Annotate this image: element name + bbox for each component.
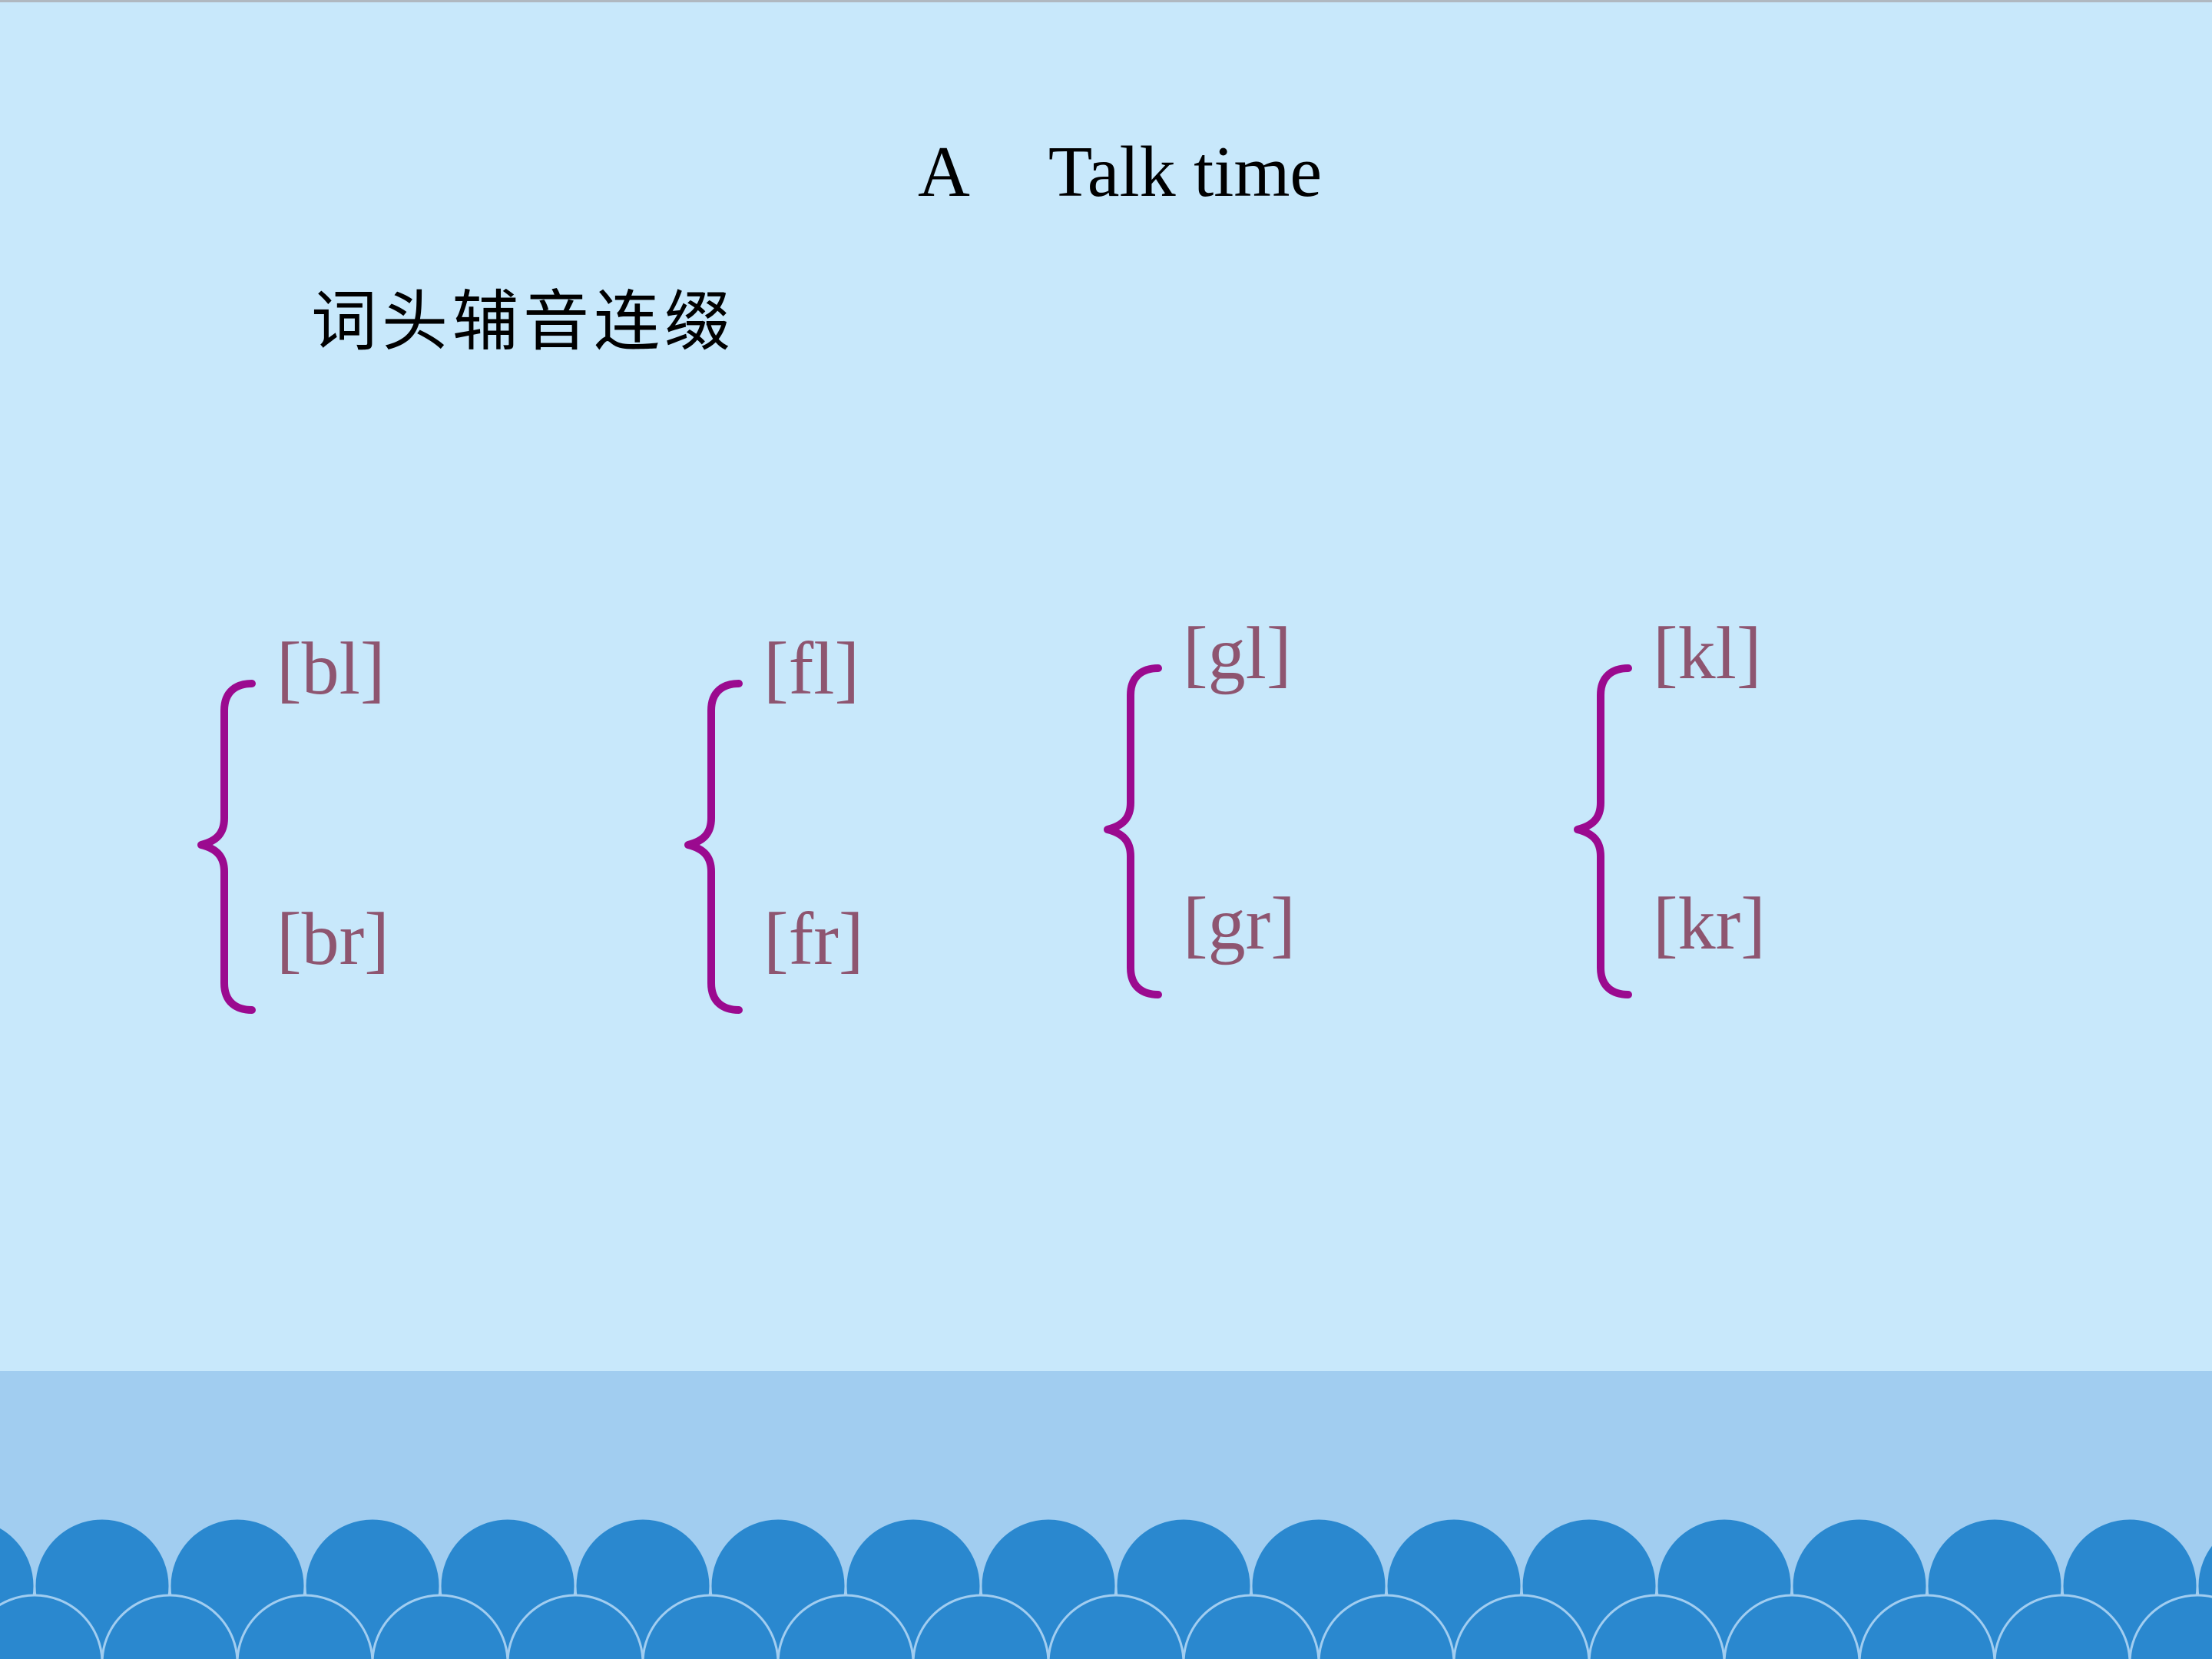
top-border <box>0 0 2212 2</box>
scallop-shape <box>101 1594 239 1659</box>
cluster-bottom-label: [kr] <box>1653 882 1766 965</box>
scallop-shape <box>1452 1594 1591 1659</box>
scallop-shape <box>371 1594 509 1659</box>
scallop-shape <box>641 1594 780 1659</box>
title-text: Talk time <box>1048 132 1323 212</box>
scallop-shape <box>1182 1594 1320 1659</box>
scallop-shape <box>777 1594 915 1659</box>
scallop-shape <box>1858 1594 1996 1659</box>
scallop-shape <box>1047 1594 1185 1659</box>
cluster-top-label: [fl] <box>763 628 860 710</box>
cluster-top-label: [bl] <box>276 628 386 710</box>
brace-icon <box>1104 664 1162 998</box>
scallop-shape <box>0 1594 104 1659</box>
cluster-top-label: [gl] <box>1183 612 1292 695</box>
title-letter: A <box>918 132 970 212</box>
scallop-shape <box>1723 1594 1861 1659</box>
scallop-shape <box>1993 1594 2131 1659</box>
scallop-shape <box>236 1594 374 1659</box>
cluster-bottom-label: [fr] <box>763 898 864 981</box>
scallop-shape <box>1317 1594 1455 1659</box>
scallop-shape <box>506 1594 644 1659</box>
scallop-wave-decoration <box>0 1517 2212 1659</box>
cluster-bottom-label: [br] <box>276 898 389 981</box>
scallop-shape <box>1588 1594 1726 1659</box>
scallop-shape <box>2128 1594 2212 1659</box>
scallop-shape <box>912 1594 1050 1659</box>
brace-icon <box>197 680 256 1014</box>
slide-title: A Talk time <box>918 131 1322 214</box>
cluster-top-label: [kl] <box>1653 612 1762 695</box>
slide-subtitle: 词头辅音连缀 <box>311 283 735 360</box>
brace-icon <box>1574 664 1632 998</box>
brace-icon <box>684 680 743 1014</box>
cluster-bottom-label: [gr] <box>1183 882 1296 965</box>
